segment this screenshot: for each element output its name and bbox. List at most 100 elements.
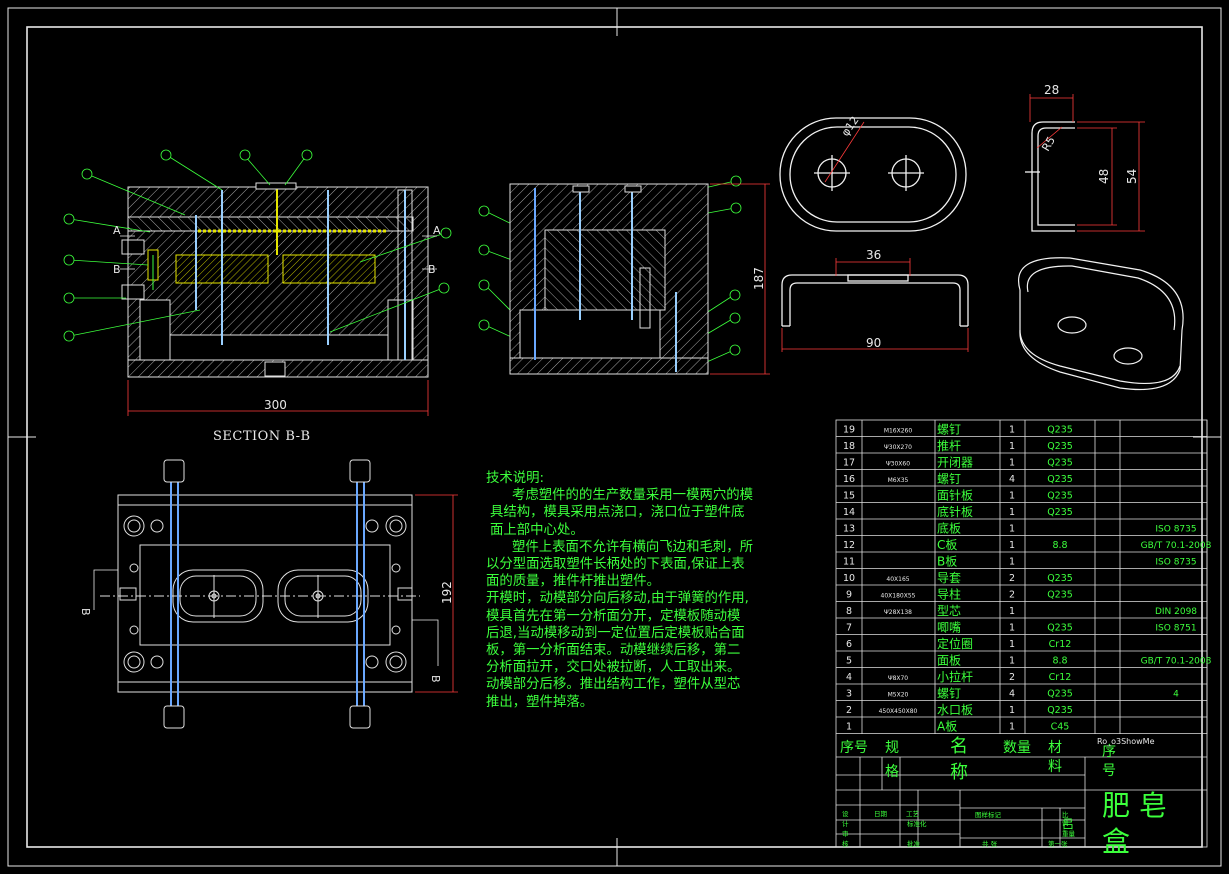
bom-cell-material: Q235 <box>1047 425 1073 436</box>
title-block-label: 批准 <box>907 839 921 848</box>
bom-cell-material: Q235 <box>1047 474 1073 485</box>
bom-cell-material: Cr12 <box>1049 672 1072 683</box>
bom-cell-no: 6 <box>846 639 852 650</box>
bom-cell-material: 8.8 <box>1052 656 1067 667</box>
bom-cell-name: 唧嘴 <box>937 621 961 635</box>
bom-cell-no: 13 <box>843 524 855 535</box>
plan-section-line <box>93 569 439 666</box>
title-block-label: 计 <box>842 819 849 828</box>
bom-cell-name: 开闭器 <box>937 456 973 470</box>
bom-cell-qty: 1 <box>1009 540 1015 551</box>
bom-cell-name: 底针板 <box>937 504 973 519</box>
title-block-label: 日期 <box>874 810 888 818</box>
title-block-labels: 设计审核工艺日期标准化批准图样标记共 张第一张比例重量吕 <box>842 809 1076 848</box>
bom-cell-qty: 2 <box>1009 573 1015 584</box>
bom-cell-spec: 40X165 <box>886 576 909 583</box>
technical-notes: 技术说明: 考虑塑件的的生产数量采用一模两穴的模 具结构，模具采用点浇口，浇口位… <box>486 470 786 711</box>
bom-cell-no: 5 <box>846 656 852 667</box>
plan-guide-pillars <box>170 478 365 712</box>
bom-cell-material: C45 <box>1051 722 1070 733</box>
bom-cell-name: 面针板 <box>937 488 973 503</box>
title-block-label: 核 <box>842 839 849 848</box>
bom-cell-name: 型芯 <box>937 604 961 618</box>
bom-header-qty: 数量 <box>1003 740 1031 756</box>
title-block-label: 图样标记 <box>975 810 1002 819</box>
bom-cell-material: 8.8 <box>1052 540 1067 551</box>
bom-cell-qty: 4 <box>1009 474 1015 485</box>
dim-187-lines <box>710 183 770 375</box>
bom-cell-no: 11 <box>843 557 855 568</box>
part-front-dims <box>781 258 969 352</box>
bom-cell-material: Q235 <box>1047 705 1073 716</box>
dim-187: 187 <box>752 267 766 290</box>
tech-note-line: 以分型面选取塑件长柄处的下表面,保证上表 <box>486 557 745 573</box>
drawing-title-line1: 肥 皂 <box>1102 789 1167 822</box>
tech-note-line: 动模部分后移。推出结构工作，塑件从型芯 <box>486 677 741 693</box>
part-side-view <box>1025 121 1075 232</box>
drawing-title-line2: 盒 <box>1102 825 1130 858</box>
section-markers <box>120 235 437 270</box>
bom-cell-name: 螺钉 <box>937 423 961 437</box>
bom-cell-name: 螺钉 <box>937 687 961 701</box>
section-b-right: B <box>428 263 436 276</box>
bom-cell-no: 3 <box>846 689 852 700</box>
bom-header-no: 序号 <box>840 740 868 756</box>
bom-cell-spec: M5X20 <box>888 692 909 699</box>
dim-192-lines <box>415 494 458 693</box>
section-bb-label: SECTION B-B <box>213 429 311 444</box>
bom-cell-material: Q235 <box>1047 590 1073 601</box>
section-a-left: A <box>113 224 121 237</box>
bom-cell-standard: ISO 8735 <box>1155 558 1196 568</box>
title-block-label: 比 <box>1062 810 1069 819</box>
bom-cell-standard: GB/T 70.1-2008 <box>1141 657 1212 667</box>
bom-cell-material: Cr12 <box>1049 639 1072 650</box>
bom-cell-no: 17 <box>843 458 855 469</box>
bom-cell-material: Q235 <box>1047 491 1073 502</box>
tech-notes-heading: 技术说明: <box>486 471 545 486</box>
bom-cell-qty: 1 <box>1009 557 1015 568</box>
bom-cell-name: 导套 <box>937 571 961 585</box>
bom-header-grid <box>836 756 1207 847</box>
part-balloons <box>63 149 742 356</box>
bom-cell-no: 19 <box>843 425 855 436</box>
bom-cell-standard: ISO 8751 <box>1155 624 1196 634</box>
part-front-view <box>781 274 969 327</box>
bom-header-name2: 称 <box>950 762 968 783</box>
bom-header-brand: Ro_o3ShowMe <box>1097 737 1155 746</box>
bom-cell-name: 螺钉 <box>937 472 961 486</box>
tech-note-line: 具结构，模具采用点浇口，浇口位于塑件底 <box>490 505 745 521</box>
bom-cell-spec: Ψ8X70 <box>888 675 908 682</box>
bom-header-seq: 序 <box>1102 744 1116 760</box>
tech-note-line: 模具首先在第一分析面分开，定模板随动模 <box>486 608 741 624</box>
plan-view <box>100 494 420 693</box>
bom-cell-qty: 1 <box>1009 656 1015 667</box>
bom-cell-name: 面板 <box>937 654 961 668</box>
title-block-label: 设 <box>842 809 849 818</box>
plan-b-left: B <box>79 608 92 616</box>
dim-300: 300 <box>264 398 287 412</box>
bom-cell-qty: 1 <box>1009 623 1015 634</box>
tech-note-line: 后退,当动模移动到一定位置后定模板贴合面 <box>486 625 745 641</box>
bom-header-name: 名 <box>950 736 968 757</box>
tech-note-line: 面的质量，推件杆推出塑件。 <box>486 574 661 590</box>
section-b-left: B <box>113 263 121 276</box>
bom-row-lines <box>836 436 1207 734</box>
bom-cell-name: 推杆 <box>937 439 961 453</box>
title-block-label: 吕 <box>1062 817 1074 831</box>
plan-b-right: B <box>429 675 442 683</box>
bom-cell-no: 7 <box>846 623 852 634</box>
title-block-label: 标准化 <box>907 819 927 828</box>
bom-header-mat: 材 <box>1048 740 1062 756</box>
bom-cell-no: 16 <box>843 474 855 485</box>
bom-cell-qty: 4 <box>1009 689 1015 700</box>
bom-cell-material: Q235 <box>1047 441 1073 452</box>
tech-note-line: 分析面拉开，交口处被拉断，人工取出来。 <box>486 660 741 676</box>
bom-cell-spec: 40X180X55 <box>881 593 916 600</box>
title-block-label: 第一张 <box>1048 839 1068 848</box>
part-top-view <box>779 117 967 232</box>
bom-cell-material: Q235 <box>1047 573 1073 584</box>
bom-cell-name: 小拉杆 <box>937 669 973 684</box>
bom-cell-qty: 1 <box>1009 507 1015 518</box>
bom-cell-qty: 1 <box>1009 441 1015 452</box>
